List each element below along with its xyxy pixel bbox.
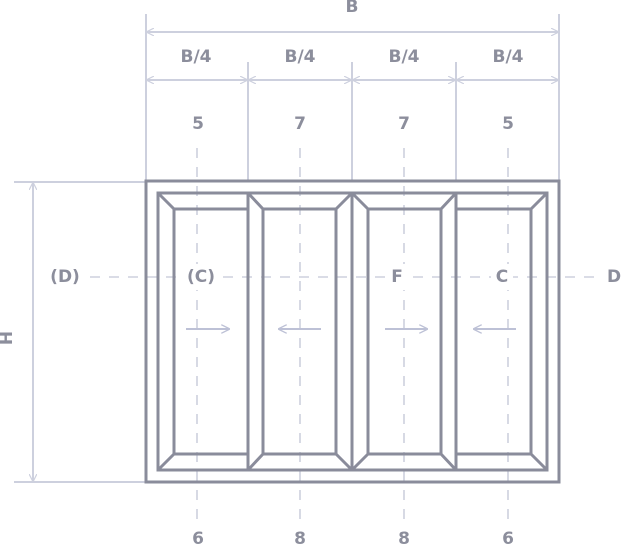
bottom-number-3: 8 <box>398 529 410 547</box>
bottom-number-4: 6 <box>502 529 514 547</box>
top-number-4: 5 <box>502 114 514 134</box>
dimension-lines <box>33 32 558 481</box>
height-label: H <box>0 331 17 345</box>
row-label-d: D <box>607 267 621 287</box>
label-bg-d <box>604 264 624 290</box>
top-number-3: 7 <box>398 114 410 134</box>
quarter-label-3: B/4 <box>389 47 420 67</box>
outer-frame <box>144 179 561 484</box>
quarter-label-4: B/4 <box>493 47 524 67</box>
row-label-c: C <box>496 267 508 287</box>
bottom-number-2: 8 <box>294 529 306 547</box>
top-number-2: 7 <box>294 114 306 134</box>
quarter-label-2: B/4 <box>285 47 316 67</box>
bottom-number-1: 6 <box>192 529 204 547</box>
top-number-1: 5 <box>192 114 204 134</box>
label-bg-d-left <box>46 264 86 290</box>
sash-3 <box>350 191 458 472</box>
extension-lines <box>14 14 560 483</box>
window-frame <box>144 179 561 484</box>
label-bg-f <box>386 264 408 290</box>
guide-lines <box>90 148 600 522</box>
width-label: B <box>346 0 359 17</box>
row-label-c-parenthesized: (C) <box>187 267 215 287</box>
row-label-f: F <box>391 267 403 287</box>
label-bg-c <box>491 264 513 290</box>
quarter-label-1: B/4 <box>181 47 212 67</box>
sash-4 <box>454 191 549 472</box>
sash-2 <box>246 191 354 472</box>
sash-1 <box>156 191 250 472</box>
row-label-d-parenthesized: (D) <box>50 267 80 287</box>
label-bg-c-left <box>183 264 221 290</box>
